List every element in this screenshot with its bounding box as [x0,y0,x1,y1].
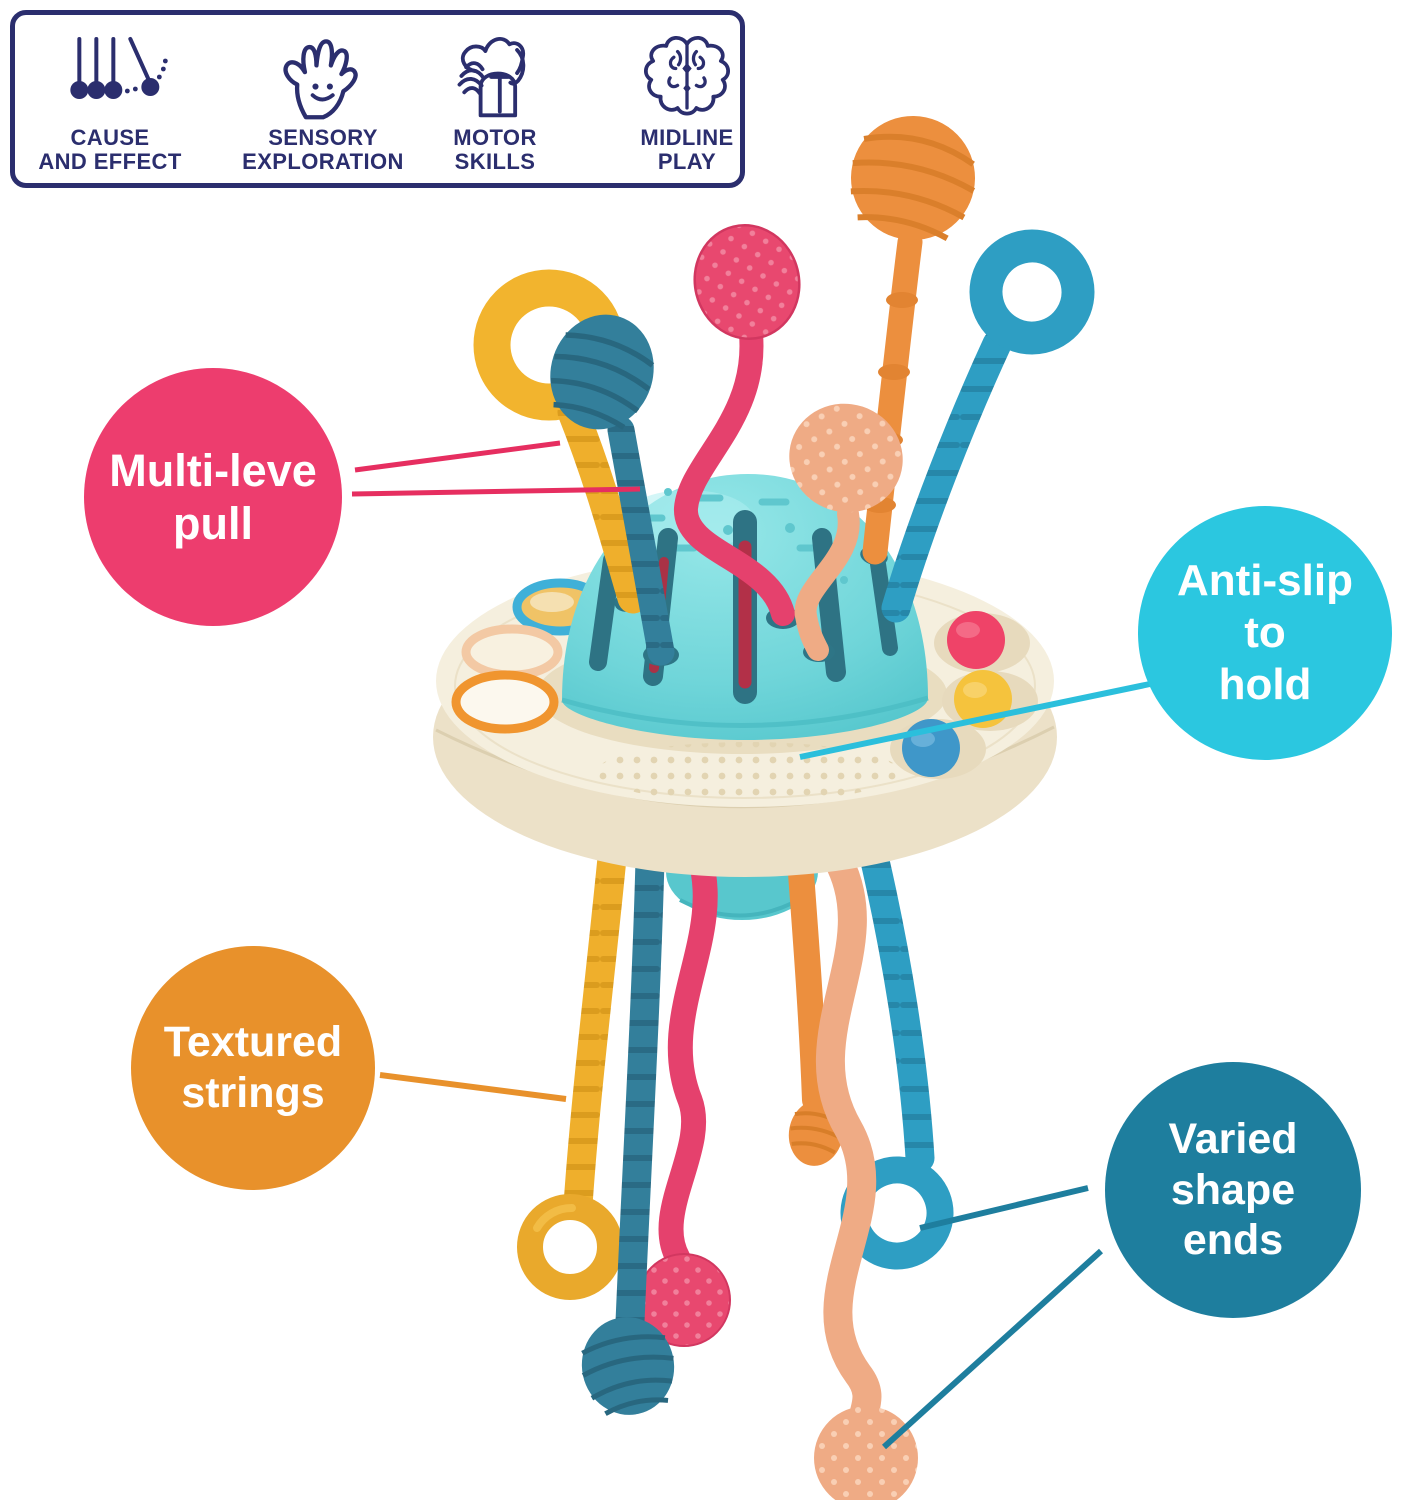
brain-icon [640,27,734,123]
saucer-ring-orange [451,670,559,734]
benefit-label-line: MOTOR [453,125,537,150]
varied-shape-line-1 [919,1185,1089,1231]
callout-multi-level-pull: Multi-leve pull [84,368,342,626]
hanging-string-salmon [814,845,918,1500]
callout-lines [351,440,1151,1450]
pink-top-disc [693,224,801,340]
callout-text-line: Anti-slip [1177,556,1353,606]
benefit-label-line: MIDLINE [640,125,734,150]
callout-text-line: shape [1170,1165,1296,1214]
sensory-hand-smiley-icon [275,27,371,123]
callout-text-line: ends [1182,1216,1284,1265]
hanging-string-yellow [517,843,627,1300]
callout-text-line: hold [1218,659,1312,709]
orange-lollipop-knob [850,116,976,242]
teal-knob-handle [581,1317,675,1416]
varied-shape-line-2 [881,1248,1104,1450]
salmon-top-disc [789,403,903,513]
callout-text-line: pull [173,498,253,549]
benefit-item-midline: MIDLINE PLAY [640,27,734,174]
multi-level-pull-line-1 [354,440,561,473]
benefit-label-line: EXPLORATION [242,148,404,174]
callout-varied-shape-ends: Varied shape ends [1105,1062,1361,1318]
top-string-blue [881,229,1095,623]
callout-text-line: Textured [163,1018,343,1067]
benefit-label-line: SKILLS [454,148,536,174]
callout-text-line: strings [181,1069,325,1117]
callout-text-line: Varied [1168,1114,1298,1163]
benefit-item-cause-effect: CAUSE AND EFFECT [38,27,181,174]
benefit-label-line: PLAY [657,148,717,174]
teal-top-knob [550,314,655,430]
hanging-string-teal [581,845,675,1416]
multi-level-pull-line-2 [351,486,641,497]
top-string-salmon [789,403,903,661]
blue-top-loop [969,229,1095,355]
callout-text-line: to [1244,608,1286,658]
callout-text-line: Multi-leve [109,444,317,496]
newtons-cradle-icon [50,27,170,123]
salmon-textured-disc [814,1406,918,1500]
saucer-ring-peach [461,624,563,680]
benefit-label-line: CAUSE [70,125,150,150]
callout-anti-slip-to-hold: Anti-slip to hold [1138,506,1392,760]
top-string-teal [550,314,675,666]
benefits-banner: CAUSE AND EFFECT SENSORY EXPLORATION [10,10,745,188]
benefit-item-motor: MOTOR SKILLS [447,27,543,174]
top-string-pink [674,224,801,626]
anti-slip-line [799,681,1151,760]
benefit-item-sensory: SENSORY EXPLORATION [242,27,404,174]
textured-strings-line [379,1072,567,1102]
saucer-pocket-pink [934,611,1030,673]
hand-pressing-knob-icon [447,27,543,123]
benefit-label-line: SENSORY [268,125,378,150]
top-string-orange [850,116,976,565]
benefit-label-line: AND EFFECT [38,148,182,174]
anti-slip-dots [596,742,900,802]
callout-textured-strings: Textured strings [131,946,375,1190]
